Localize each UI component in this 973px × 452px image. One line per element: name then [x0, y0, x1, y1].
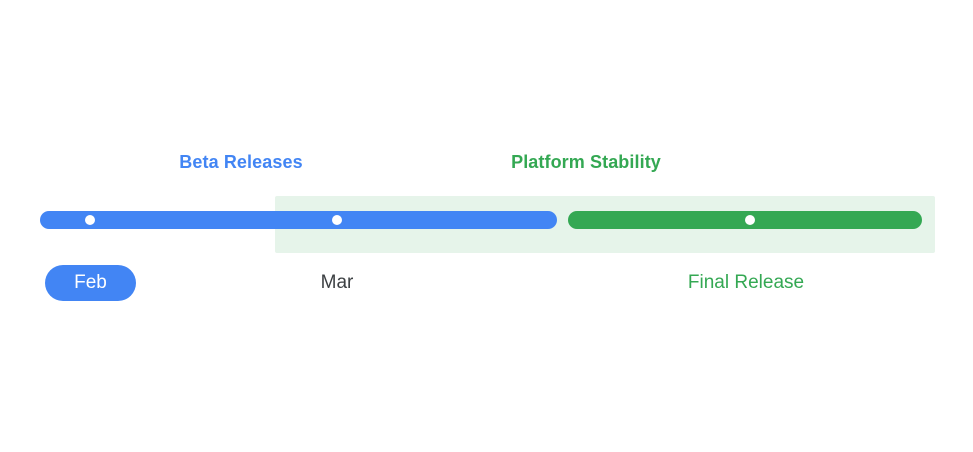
month-pill-feb[interactable]: Feb [45, 265, 136, 301]
milestone-dot-feb[interactable] [85, 215, 95, 225]
axis-label-final-release[interactable]: Final Release [687, 272, 805, 293]
phase-label-beta-releases: Beta Releases [179, 152, 303, 172]
track-bar-beta-releases[interactable] [40, 211, 557, 229]
axis-label-mar[interactable]: Mar [320, 272, 354, 293]
milestone-dot-final-release[interactable] [745, 215, 755, 225]
phase-label-platform-stability: Platform Stability [511, 152, 661, 172]
milestone-dot-mar[interactable] [332, 215, 342, 225]
